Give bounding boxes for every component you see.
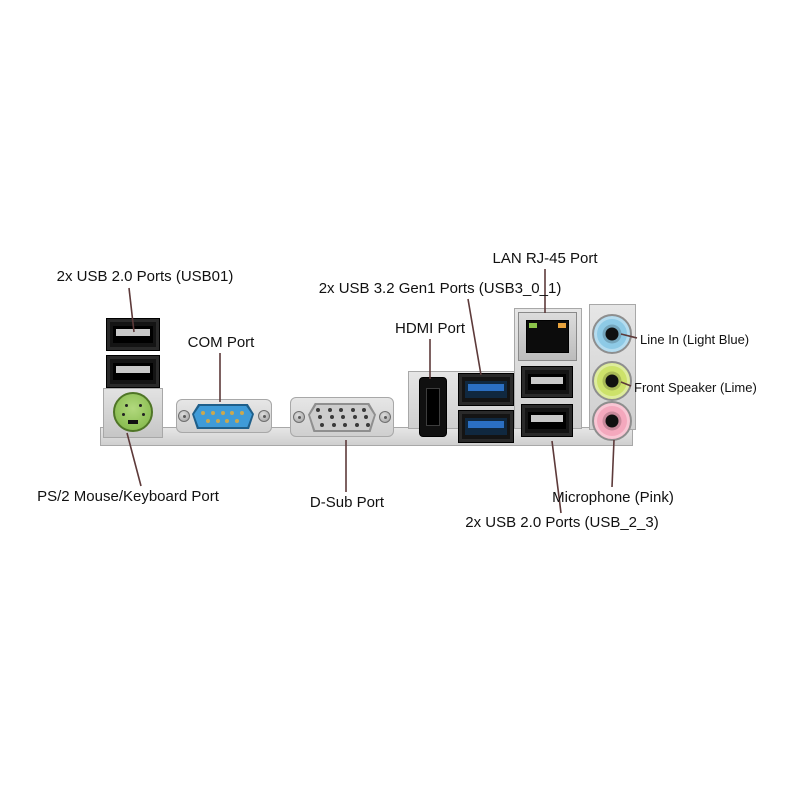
lan-led-green: [529, 323, 537, 328]
label-usb3: 2x USB 3.2 Gen1 Ports (USB3_0_1): [318, 280, 562, 297]
usb-tongue: [531, 415, 563, 422]
label-usb23: 2x USB 2.0 Ports (USB_2_3): [465, 514, 659, 531]
label-line-in: Line In (Light Blue): [640, 332, 750, 347]
usb2-port-icon: [106, 355, 160, 388]
label-dsub: D-Sub Port: [309, 494, 385, 511]
usb3-port-icon: [458, 410, 514, 443]
jack-hole: [605, 414, 619, 428]
usb-tongue: [116, 329, 150, 336]
com-port-icon: [192, 404, 254, 429]
usb2-port-icon: [521, 366, 573, 398]
screw-icon: [293, 411, 305, 423]
usb-tongue: [116, 366, 150, 373]
usb-tongue: [468, 421, 504, 428]
label-com: COM Port: [187, 334, 255, 351]
jack-hole: [605, 327, 619, 341]
ps2-key-slot: [128, 420, 138, 424]
label-hdmi: HDMI Port: [394, 320, 466, 337]
leader-usb3: [467, 298, 482, 376]
ps2-port-icon: [113, 392, 153, 432]
line-in-jack-icon: [592, 314, 632, 354]
hdmi-port-icon: [419, 377, 447, 437]
usb3-port-icon: [458, 373, 514, 406]
screw-icon: [258, 410, 270, 422]
label-ps2: PS/2 Mouse/Keyboard Port: [37, 488, 219, 505]
front-speaker-jack-icon: [592, 361, 632, 401]
usb-tongue: [531, 377, 563, 384]
hdmi-slot: [426, 388, 440, 426]
label-lan: LAN RJ-45 Port: [492, 250, 598, 267]
lan-led-amber: [558, 323, 566, 328]
lan-cavity: [526, 320, 569, 353]
microphone-jack-icon: [592, 401, 632, 441]
label-front-speaker: Front Speaker (Lime): [634, 380, 757, 395]
usb2-port-icon: [521, 404, 573, 437]
leader-microphone: [611, 439, 615, 488]
usb-tongue: [468, 384, 504, 391]
screw-icon: [379, 411, 391, 423]
screw-icon: [178, 410, 190, 422]
label-usb01: 2x USB 2.0 Ports (USB01): [56, 268, 234, 285]
lan-port-icon: [518, 312, 577, 361]
usb2-port-icon: [106, 318, 160, 351]
label-microphone: Microphone (Pink): [552, 489, 674, 506]
jack-hole: [605, 374, 619, 388]
dsub-port-icon: [308, 403, 376, 432]
